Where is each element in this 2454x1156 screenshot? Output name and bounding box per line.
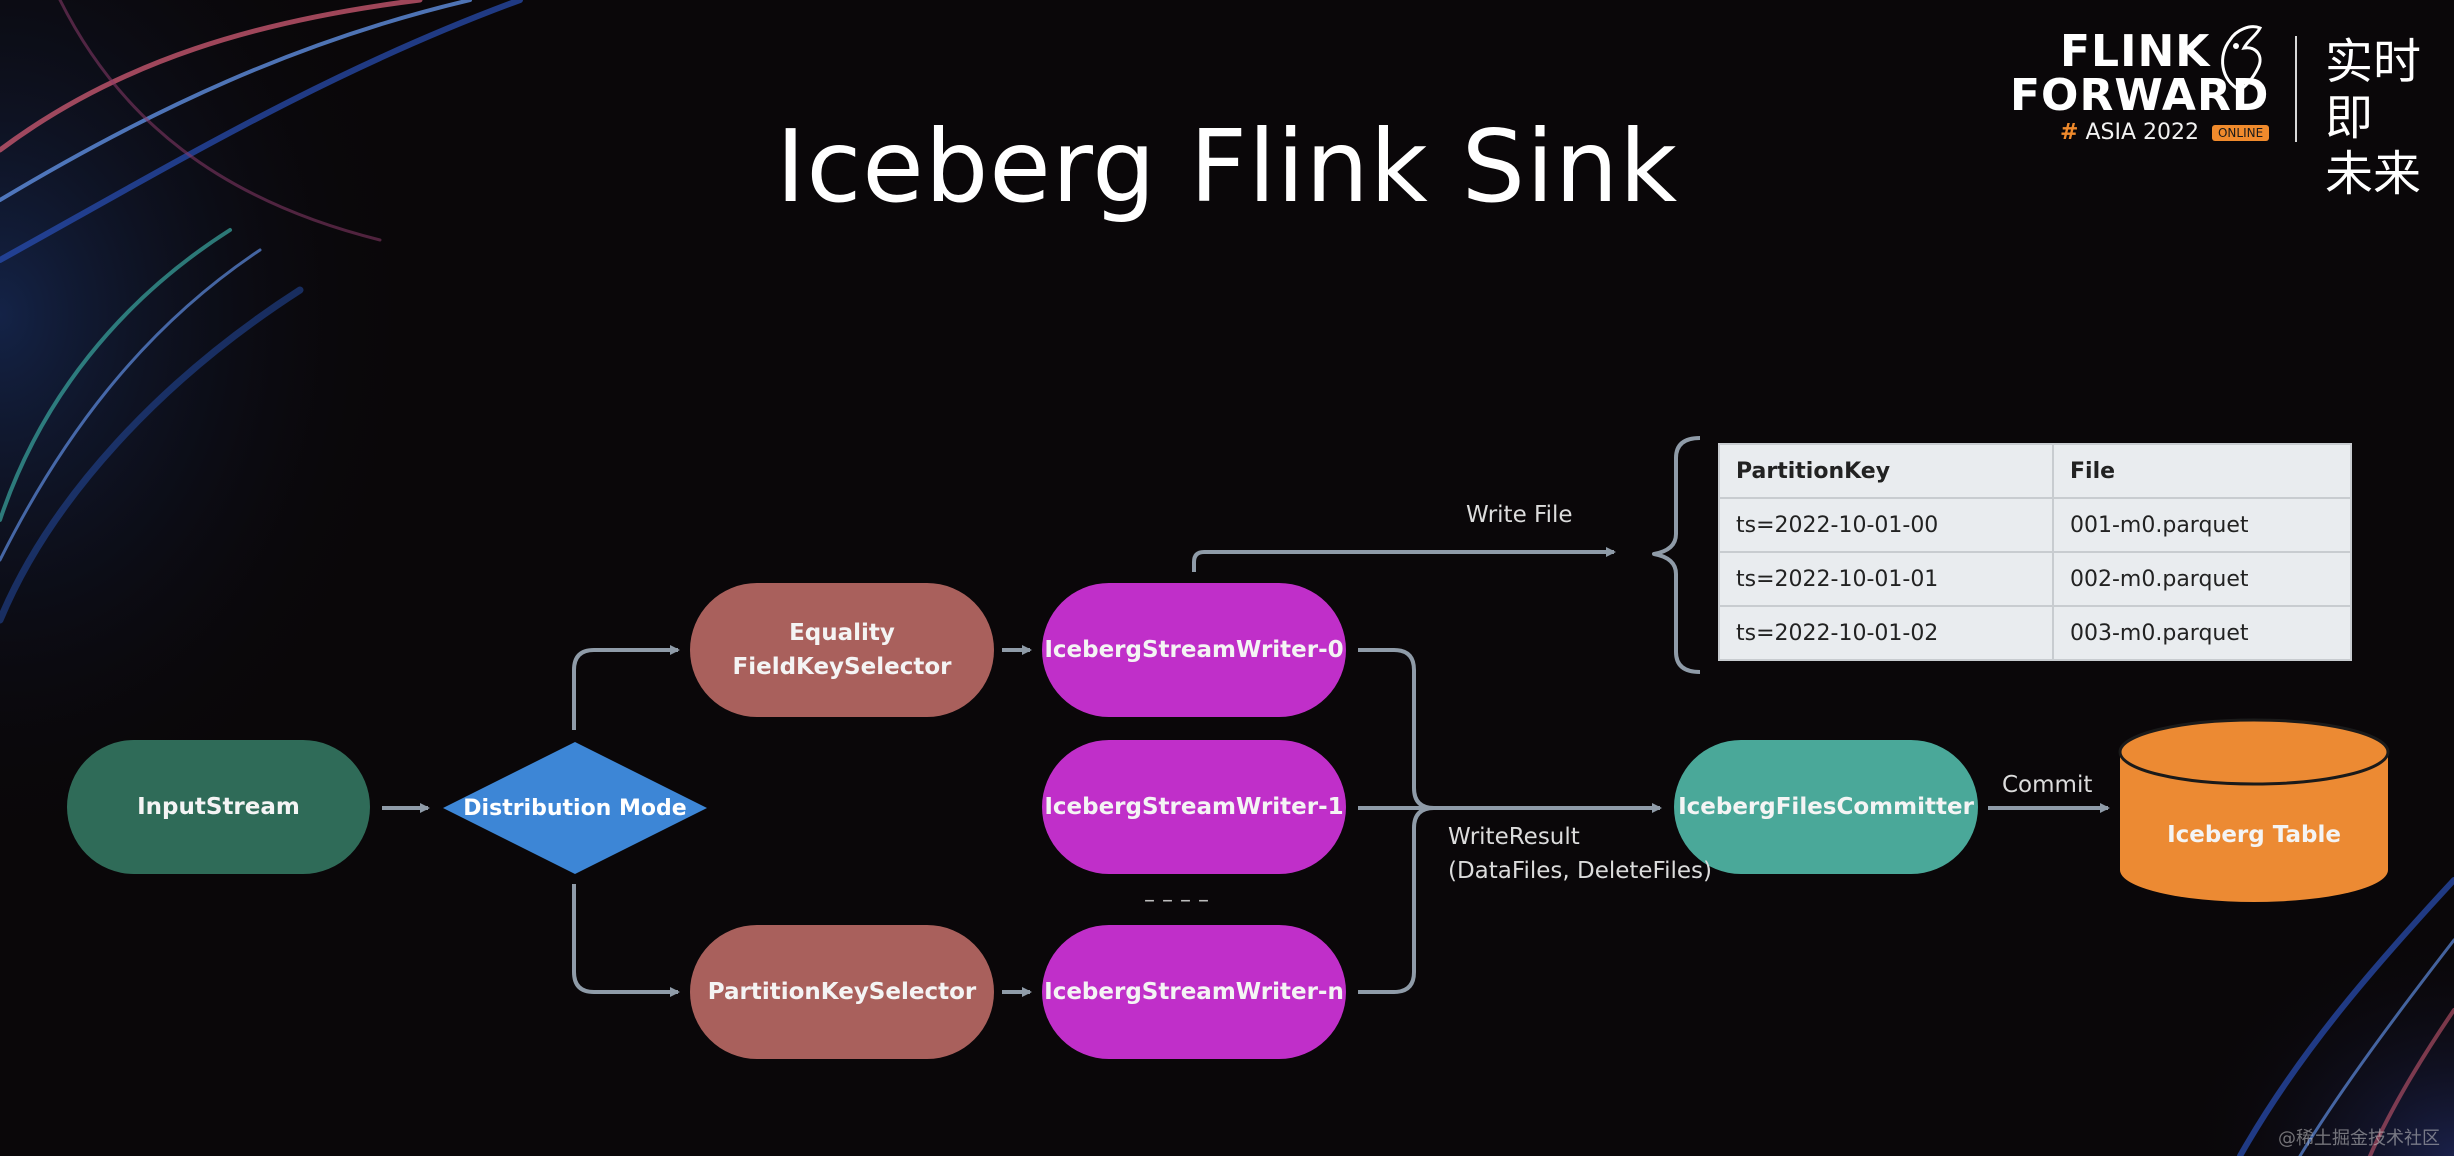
online-badge: ONLINE [2211, 125, 2270, 141]
file-cell: 003-m0.parquet [2052, 605, 2352, 661]
write-result-line1: WriteResult [1448, 824, 1580, 850]
logo-divider [2295, 36, 2297, 142]
logo-line1: FLINK [2060, 26, 2211, 77]
table-brace [1652, 436, 1701, 674]
file-cell: 001-m0.parquet [2052, 497, 2352, 553]
file-cell: 002-m0.parquet [2052, 551, 2352, 607]
squirrel-icon [2221, 25, 2263, 92]
header-partition-key: PartitionKey [1718, 443, 2054, 499]
header-file: File [2052, 443, 2352, 499]
logo-hash: # [2060, 120, 2079, 145]
table-row: ts=2022-10-01-02 003-m0.parquet [1718, 605, 2352, 661]
partition-file-table: PartitionKey File ts=2022-10-01-00 001-m… [1718, 443, 2352, 661]
partition-key-cell: ts=2022-10-01-02 [1718, 605, 2054, 661]
arrow-distribution-to-partition [572, 884, 680, 997]
write-result-line2: (DataFiles, DeleteFiles) [1448, 858, 1712, 884]
table-row: ts=2022-10-01-01 002-m0.parquet [1718, 551, 2352, 607]
distribution-mode-label: Distribution Mode [463, 795, 687, 821]
partition-key-cell: ts=2022-10-01-01 [1718, 551, 2054, 607]
input-stream-node: InputStream [67, 740, 370, 874]
iceberg-stream-writer-0-node: IcebergStreamWriter-0 [1042, 583, 1346, 717]
iceberg-files-committer-node: IcebergFilesCommitter [1674, 740, 1978, 874]
watermark: @稀土掘金技术社区 [2278, 1128, 2440, 1149]
writers-ellipsis: – – – – [1144, 888, 1209, 913]
iceberg-stream-writer-1-node: IcebergStreamWriter-1 [1042, 740, 1346, 874]
distribution-mode-diamond [443, 742, 707, 874]
logo-event: # ASIA 2022 ONLINE [2010, 118, 2280, 148]
flink-forward-logo: FLINK FORWARD # ASIA 2022 ONLINE [2010, 30, 2280, 148]
arrow-write-file [1192, 547, 1616, 572]
partition-key-selector-node: PartitionKeySelector [690, 925, 994, 1059]
iceberg-stream-writer-n-node: IcebergStreamWriter-n [1042, 925, 1346, 1059]
arrow-distribution-to-equality [572, 645, 680, 730]
cn-slogan-line2: 未来 [2325, 146, 2422, 202]
cn-slogan: 实时即 未来 [2325, 34, 2421, 202]
cn-slogan-line1: 实时即 [2325, 34, 2422, 146]
line-writer0-merge [1358, 648, 1435, 810]
slide-title: Iceberg Flink Sink [775, 108, 1679, 225]
partition-key-cell: ts=2022-10-01-00 [1718, 497, 2054, 553]
equality-selector-line1: Equality [789, 620, 895, 646]
write-result-label: WriteResult (DataFiles, DeleteFiles) [1448, 820, 1712, 888]
iceberg-table-label: Iceberg Table [2167, 822, 2341, 848]
logo-event-name: ASIA 2022 [2085, 120, 2199, 145]
commit-label: Commit [2002, 772, 2093, 798]
write-file-label: Write File [1466, 502, 1573, 528]
equality-field-key-selector-node: Equality FieldKeySelector [690, 583, 994, 717]
iceberg-table-cylinder [2118, 718, 2390, 902]
table-row: ts=2022-10-01-00 001-m0.parquet [1718, 497, 2352, 553]
logo-line2: FORWARD [2010, 70, 2270, 121]
equality-selector-line2: FieldKeySelector [732, 654, 952, 680]
line-writern-merge [1358, 806, 1435, 994]
table-header-row: PartitionKey File [1718, 443, 2352, 499]
